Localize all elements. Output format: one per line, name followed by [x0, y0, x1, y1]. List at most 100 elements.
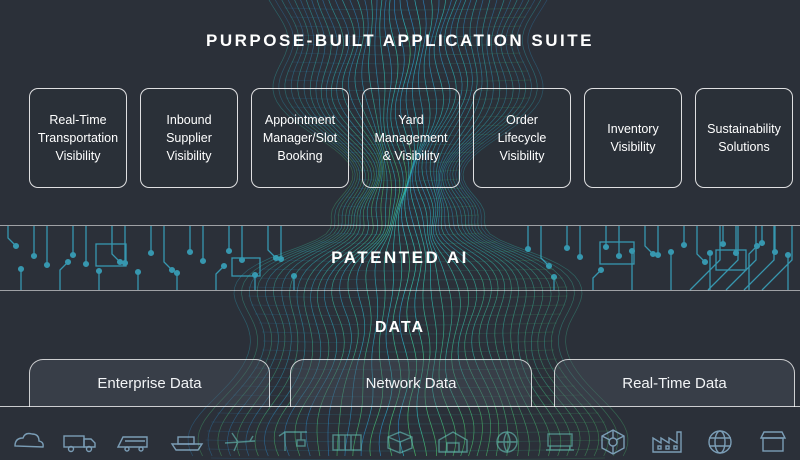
circuit-trace — [644, 226, 654, 255]
wave-line — [425, 0, 483, 457]
circuit-node — [173, 269, 181, 277]
wave-line — [412, 0, 447, 457]
wave-line — [421, 0, 475, 457]
wave-line — [236, 0, 366, 457]
wave-ripple — [337, 214, 479, 218]
circuit-trace — [743, 226, 775, 291]
wave-ripple — [206, 430, 610, 434]
wave-line — [440, 0, 541, 457]
circuit-node — [134, 268, 142, 276]
wave-ripple — [337, 223, 479, 227]
wave-ripple — [291, 61, 525, 65]
wave-ripple — [233, 394, 583, 398]
transport-icon-row — [0, 426, 800, 460]
app-box: Inventory Visibility — [584, 88, 682, 188]
wave-line — [284, 0, 379, 457]
wave-ripple — [320, 133, 496, 137]
circuit-node — [667, 248, 675, 256]
circuit-node — [576, 253, 584, 261]
pallet-icon — [546, 433, 574, 451]
ai-title: PATENTED AI — [331, 248, 469, 267]
suite-title: PURPOSE-BUILT APPLICATION SUITE — [206, 31, 594, 50]
box-icon — [387, 431, 413, 454]
wave-ripple — [297, 43, 519, 47]
circuit-trace — [725, 226, 757, 291]
wave-ripple — [352, 187, 464, 191]
data-title: DATA — [374, 319, 426, 336]
wave-ripple — [351, 160, 465, 164]
wave-line — [294, 0, 381, 457]
wave-line — [444, 0, 562, 457]
wave-line — [327, 0, 385, 457]
wave-line — [397, 0, 412, 457]
circuit-node — [69, 251, 77, 259]
wave-ripple — [277, 259, 539, 263]
circuit-node — [147, 249, 155, 257]
wave-ripple — [252, 277, 564, 281]
wave-ripple — [289, 16, 527, 20]
circuit-node — [220, 262, 228, 270]
wave-line — [197, 0, 356, 457]
data-baseline — [0, 406, 800, 407]
wave-ripple — [356, 169, 460, 173]
factory-icon — [651, 431, 682, 453]
wave-ripple — [283, 88, 533, 92]
circuit-node — [563, 244, 571, 252]
circuit-node — [43, 261, 51, 269]
container-icon — [331, 434, 362, 451]
wave-line — [462, 0, 629, 457]
circuit-node — [706, 249, 714, 257]
circuit-trace — [689, 226, 721, 291]
network-icon — [601, 429, 625, 455]
wave-ripple — [211, 421, 605, 425]
wave-line — [407, 0, 427, 457]
wave-ripple — [343, 151, 473, 155]
ship-icon — [170, 436, 203, 451]
circuit-node — [30, 252, 38, 260]
wave-line — [449, 0, 581, 457]
wave-line — [254, 0, 372, 457]
wave-line — [446, 0, 571, 457]
circuit-node — [784, 251, 792, 259]
circuit-trace — [748, 245, 758, 290]
wave-line — [264, 0, 375, 457]
wave-line — [388, 0, 410, 457]
circuit-trace — [111, 226, 121, 263]
wave-line — [378, 0, 407, 457]
wave-ripple — [346, 196, 470, 200]
wave-ripple — [319, 241, 497, 245]
circuit-trace — [707, 226, 739, 291]
circuit-node — [186, 248, 194, 256]
wave-line — [452, 0, 590, 457]
wave-ripple — [250, 304, 566, 308]
circuit-trace — [761, 226, 793, 291]
wave-ripple — [211, 457, 605, 460]
circuit-trace — [540, 226, 550, 267]
circuit-node — [64, 258, 72, 266]
data-source-tab: Real-Time Data — [554, 359, 795, 407]
ai-band — [0, 225, 800, 291]
wave-line — [344, 0, 392, 457]
wave-ripple — [217, 412, 599, 416]
wave-ripple — [205, 439, 611, 443]
wave-line — [369, 0, 404, 457]
wave-line — [404, 0, 417, 457]
circuit-node — [225, 247, 233, 255]
circuit-node — [95, 267, 103, 275]
wave-line — [457, 0, 609, 457]
wave-ripple — [284, 7, 532, 11]
wave-line — [245, 0, 369, 457]
airplane-icon — [224, 432, 256, 452]
circuit-trace — [215, 265, 225, 290]
wave-line — [360, 0, 401, 457]
wave-line — [207, 0, 358, 457]
wave-line — [316, 0, 383, 457]
wave-line — [187, 0, 354, 457]
wave-line — [433, 0, 500, 457]
wave-line — [455, 0, 600, 457]
wave-line — [429, 0, 491, 457]
wave-ripple — [285, 97, 531, 101]
wave-ripple — [298, 115, 518, 119]
wave-line — [437, 0, 519, 457]
